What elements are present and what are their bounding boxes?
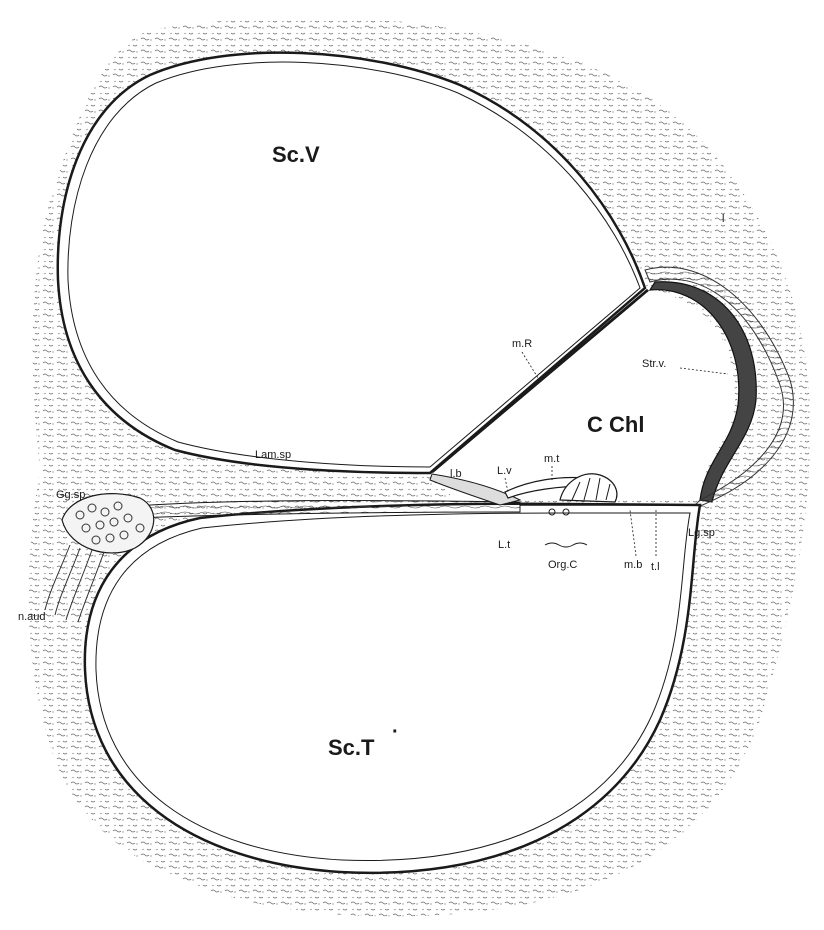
label-labium-vestibulare: L.v	[497, 465, 512, 477]
label-cochlear-canal: C Chl	[587, 412, 644, 437]
label-nervus-auditorius: n.aud	[18, 611, 46, 623]
label-membrana-basilaris: m.b	[624, 559, 642, 571]
label-limbus: l.b	[450, 468, 462, 480]
label-tympanic-lip: t.l	[651, 561, 660, 573]
label-reissner-membrane: m.R	[512, 338, 532, 350]
label-scala-tympani: Sc.T	[328, 735, 375, 760]
label-labium-tympanicum: L.t	[498, 539, 510, 551]
label-organ-of-corti: Org.C	[548, 559, 577, 571]
label-l-mark: l	[722, 213, 724, 225]
label-lamina-spiralis: Lam.sp	[255, 449, 291, 461]
label-stria-vascularis: Str.v.	[642, 358, 666, 370]
label-ligamentum-spirale: Lg.sp	[688, 527, 715, 539]
dot-mark: ·	[392, 721, 399, 743]
label-membrana-tectoria: m.t	[544, 453, 559, 465]
label-ganglion-spirale: Gg.sp.	[56, 489, 88, 501]
label-scala-vestibuli: Sc.V	[272, 142, 320, 167]
